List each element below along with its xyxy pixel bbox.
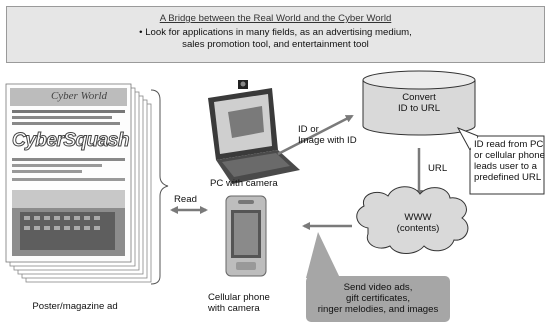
phone-caption: Cellular phone with camera <box>208 292 270 314</box>
send-callout-text: Send video ads, gift certificates, ringe… <box>306 282 450 315</box>
id-callout-line2: or cellular phone <box>474 150 545 161</box>
send-line2: gift certificates, <box>346 293 410 304</box>
id-callout-line4: predefined URL <box>474 172 542 183</box>
convert-line1: Convert <box>402 92 436 103</box>
www-label: WWW (contents) <box>370 212 466 234</box>
www-line2: (contents) <box>396 223 440 234</box>
convert-label: Convert ID to URL <box>363 92 475 114</box>
read-label: Read <box>174 194 197 205</box>
send-line3: ringer melodies, and images <box>317 304 439 315</box>
header-box: A Bridge between the Real World and the … <box>6 6 545 63</box>
phone-icon <box>225 195 267 277</box>
header-bullet: • Look for applications in many fields, … <box>139 27 412 38</box>
id-image-line1: ID or <box>298 124 319 135</box>
header-bullet-continued: sales promotion tool, and entertainment … <box>182 39 369 50</box>
convert-line2: ID to URL <box>397 103 441 114</box>
pc-caption: PC with camera <box>210 178 278 189</box>
id-image-label: ID or Image with ID <box>298 124 357 146</box>
magazine-stack <box>5 83 152 283</box>
phone-line2: with camera <box>208 303 260 314</box>
id-arrow <box>277 114 354 156</box>
header-title: A Bridge between the Real World and the … <box>159 13 392 24</box>
url-label: URL <box>428 163 448 174</box>
phone-line1: Cellular phone <box>208 292 270 303</box>
laptop-icon <box>208 80 300 184</box>
stack-bracket <box>150 89 169 285</box>
id-callout-line1: ID read from PC <box>474 139 544 150</box>
www-line1: WWW <box>404 212 432 223</box>
magazine-headline: CyberSquash <box>12 130 130 152</box>
id-callout <box>456 127 545 195</box>
poster-caption: Poster/magazine ad <box>32 301 118 312</box>
www-cloud <box>356 186 469 254</box>
id-callout-line3: leads user to a <box>474 161 537 172</box>
id-image-line2: Image with ID <box>298 135 357 146</box>
magazine-title: Cyber World <box>50 90 108 102</box>
send-callout <box>306 232 450 322</box>
id-callout-text: ID read from PC or cellular phone leads … <box>474 139 545 183</box>
send-line1: Send video ads, <box>343 282 413 293</box>
convert-cylinder <box>362 70 476 136</box>
